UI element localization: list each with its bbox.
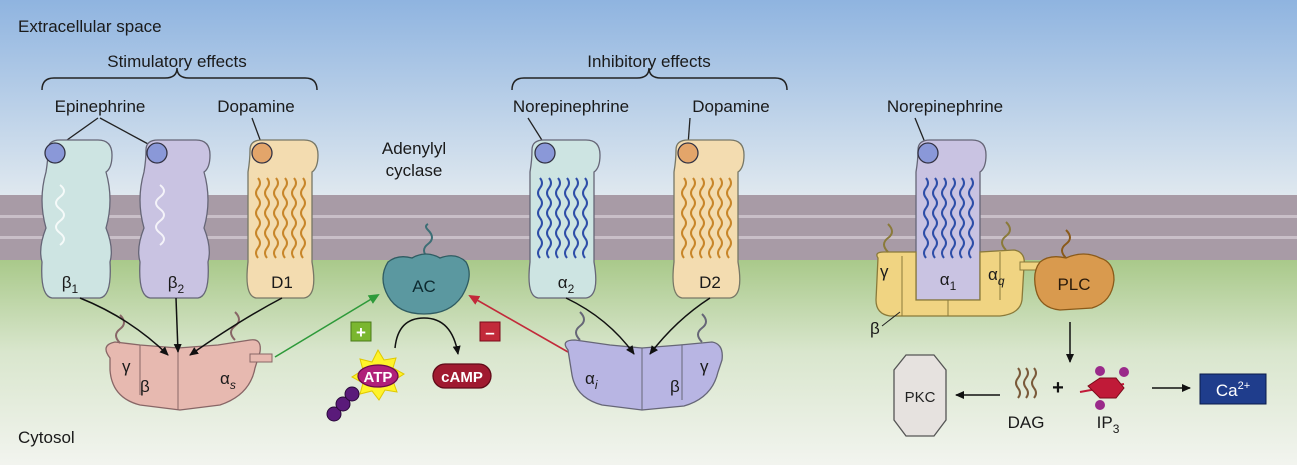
gs-beta-label: β [140,377,150,396]
atp-label: ATP [364,369,393,386]
adenylyl-label-1: Adenylyl [382,139,446,158]
inhibitory-bracket [511,67,788,91]
epinephrine-ligand-2 [146,142,168,164]
plc-enzyme: PLC [1034,229,1115,311]
beta2-label: β2 [168,273,185,296]
stimulation-arrow [274,293,380,358]
gq-beta-label: β [870,319,880,338]
stimulatory-bracket [41,67,318,91]
gi-beta-label: β [670,377,680,396]
dag-molecule: DAG [1008,367,1045,432]
receptor-d1: D1 [246,139,319,299]
cell-membrane [0,195,1297,260]
plc-label: PLC [1057,275,1090,294]
norepinephrine-mid-label: Norepinephrine [513,97,629,116]
cytosol-label: Cytosol [18,428,75,447]
norepinephrine-ligand-2 [917,142,939,164]
camp-molecule: cAMP [432,363,492,389]
pkc-label: PKC [905,389,936,406]
g-protein-gi: αi β γ [564,311,723,411]
ca-label: Ca2+ [1216,380,1250,400]
epinephrine-label: Epinephrine [55,97,146,116]
membrane-line-outer [0,215,1297,218]
dopamine-left-label: Dopamine [217,97,295,116]
gs-alpha-label: αs [220,369,236,392]
inhibitory-label: Inhibitory effects [587,52,710,71]
gq-gamma-label: γ [880,262,889,281]
extracellular-label: Extracellular space [18,17,162,36]
atp-molecule: ATP [326,348,405,422]
dopamine-ligand-1 [251,142,273,164]
calcium-ion: Ca2+ [1199,373,1267,405]
g-protein-gs: γ β αs [105,311,273,411]
receptor-alpha1 [915,139,987,301]
stimulatory-arrows [79,297,283,356]
inhibitory-arrows [565,297,711,355]
gs-gamma-label: γ [122,357,131,376]
stimulatory-label: Stimulatory effects [107,52,247,71]
dag-label: DAG [1008,413,1045,432]
gi-alpha-label: αi [585,369,598,392]
alpha1-label: α1 [940,270,957,293]
receptor-alpha2: α2 [528,139,601,299]
inhibition-arrow [468,295,569,353]
gq-alpha-label: αq [988,265,1005,288]
beta1-label: β1 [62,273,79,296]
norepinephrine-right-label: Norepinephrine [887,97,1003,116]
d1-label: D1 [271,273,293,292]
ip3-label: IP3 [1097,413,1120,436]
dopamine-ligand-2 [677,142,699,164]
adenylyl-cyclase: AC [382,223,470,315]
membrane-line-inner [0,236,1297,239]
plus-sign: + [1052,377,1064,399]
extracellular-region [0,0,1297,195]
ip3-molecule: IP3 [1079,366,1129,436]
alpha2-label: α2 [558,273,575,296]
svg-text:–: – [485,323,494,342]
pkc-enzyme: PKC [893,354,947,437]
atp-to-camp-arrow [394,317,461,355]
receptor-beta1: β1 [40,139,113,299]
gi-gamma-label: γ [700,357,709,376]
svg-text:+: + [356,323,366,342]
minus-badge: – [479,321,501,342]
ac-label: AC [412,277,436,296]
dopamine-right-label: Dopamine [692,97,770,116]
adenylyl-label-2: cyclase [386,161,443,180]
receptor-d2: D2 [672,139,745,299]
d2-label: D2 [699,273,721,292]
norepinephrine-ligand-1 [534,142,556,164]
epinephrine-ligand-1 [44,142,66,164]
plus-badge: + [350,321,372,342]
camp-label: cAMP [441,369,483,386]
g-protein-gq: γ α1 αq β [870,221,1043,338]
receptor-beta2: β2 [138,139,211,299]
